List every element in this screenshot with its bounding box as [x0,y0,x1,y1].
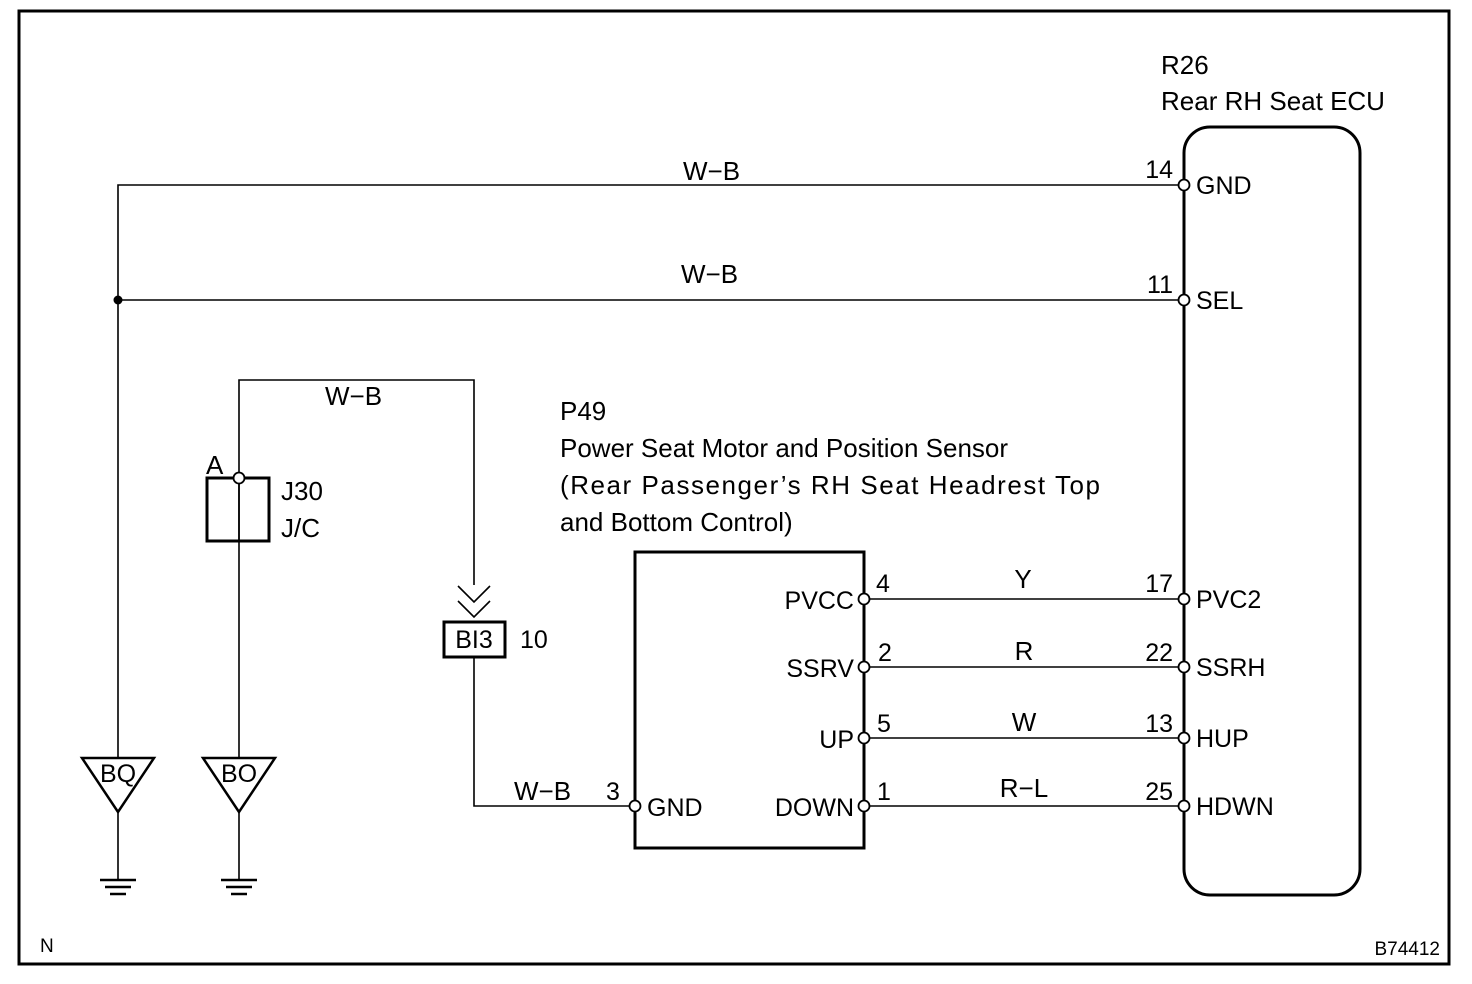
connector-chevron-upper [457,585,491,604]
ground-bq-symbol [100,878,136,896]
junction-terminal-label: A [206,450,224,480]
ecu-pin-25-name: HDWN [1196,793,1274,821]
ecu-code: R26 [1161,50,1209,80]
ecu-pin-17-number: 17 [1145,570,1173,598]
motor-pin-1-number: 1 [877,778,891,806]
wire-label-ssrv: R [1015,636,1034,666]
connector-bi3-pin: 10 [520,626,548,654]
wire-label-pvcc: Y [1014,564,1031,594]
motor-desc-line1: (Rear Passenger’s RH Seat Headrest Top [560,470,1100,500]
ecu-pin-25-number: 25 [1145,778,1173,806]
wire-label-jc-top: W−B [325,381,382,411]
ecu-pin-17-name: PVC2 [1196,586,1261,614]
splice-dot [113,295,123,305]
motor-pin-5-name: UP [819,726,854,754]
ecu-pin-14-number: 14 [1145,156,1173,184]
motor-pin-4-name: PVCC [785,587,854,615]
junction-box [205,476,271,543]
ecu-pin-14-terminal [1177,178,1191,192]
corner-label-left: N [40,936,54,957]
ecu-pin-22-number: 22 [1145,639,1173,667]
ecu-pin-13-terminal [1177,731,1191,745]
figure-code: B74412 [1374,939,1440,960]
diagram-frame [17,9,1451,966]
ground-point-bq-label: BQ [100,760,136,788]
motor-pin-4-number: 4 [876,570,890,598]
ecu-pin-11-number: 11 [1147,271,1173,299]
wire-label-gnd-top: W−B [683,156,740,186]
motor-pin-3-name: GND [647,794,703,822]
ecu-pin-13-number: 13 [1145,710,1173,738]
motor-pin-5-terminal [857,731,871,745]
motor-pin-4-terminal [857,592,871,606]
ecu-pin-11-name: SEL [1196,287,1243,315]
ground-point-bq [79,756,157,815]
motor-desc-line2: and Bottom Control) [560,507,793,537]
ecu-pin-25-terminal [1177,799,1191,813]
ecu-pin-22-terminal [1177,660,1191,674]
ecu-pin-14-name: GND [1196,172,1252,200]
ecu-pin-17-terminal [1177,592,1191,606]
ground-point-bo-label: BO [221,760,257,788]
motor-pin-2-number: 2 [878,639,892,667]
wire-label-down: R−L [1000,773,1048,803]
ecu-pin-22-name: SSRH [1196,654,1265,682]
junction-code: J30 [281,476,323,506]
ecu-pin-11-terminal [1177,293,1191,307]
connector-chevron-lower [457,600,491,619]
motor-pin-5-number: 5 [877,710,891,738]
motor-pin-1-terminal [857,799,871,813]
wire-label-up: W [1012,707,1037,737]
ecu-pin-13-name: HUP [1196,725,1249,753]
wire-label-sel: W−B [681,259,738,289]
wire-jc-top [238,379,475,585]
junction-type: J/C [281,513,320,543]
ground-point-bo [200,756,278,815]
junction-terminal [232,471,246,485]
motor-pin-3-terminal [628,799,642,813]
motor-pin-2-terminal [857,660,871,674]
motor-code: P49 [560,396,606,426]
motor-name: Power Seat Motor and Position Sensor [560,433,1008,463]
wire-motor-gnd [473,657,635,807]
motor-pin-3-number: 3 [606,778,620,806]
motor-block [633,550,866,850]
wire-gnd-top [117,184,1184,810]
motor-pin-2-name: SSRV [786,655,854,683]
ground-bo-symbol [221,878,257,896]
connector-bi3-code: BI3 [455,626,493,654]
ecu-name: Rear RH Seat ECU [1161,86,1385,116]
wire-label-motor-gnd: W−B [514,776,571,806]
ecu-block [1182,125,1362,897]
motor-pin-1-name: DOWN [775,794,854,822]
